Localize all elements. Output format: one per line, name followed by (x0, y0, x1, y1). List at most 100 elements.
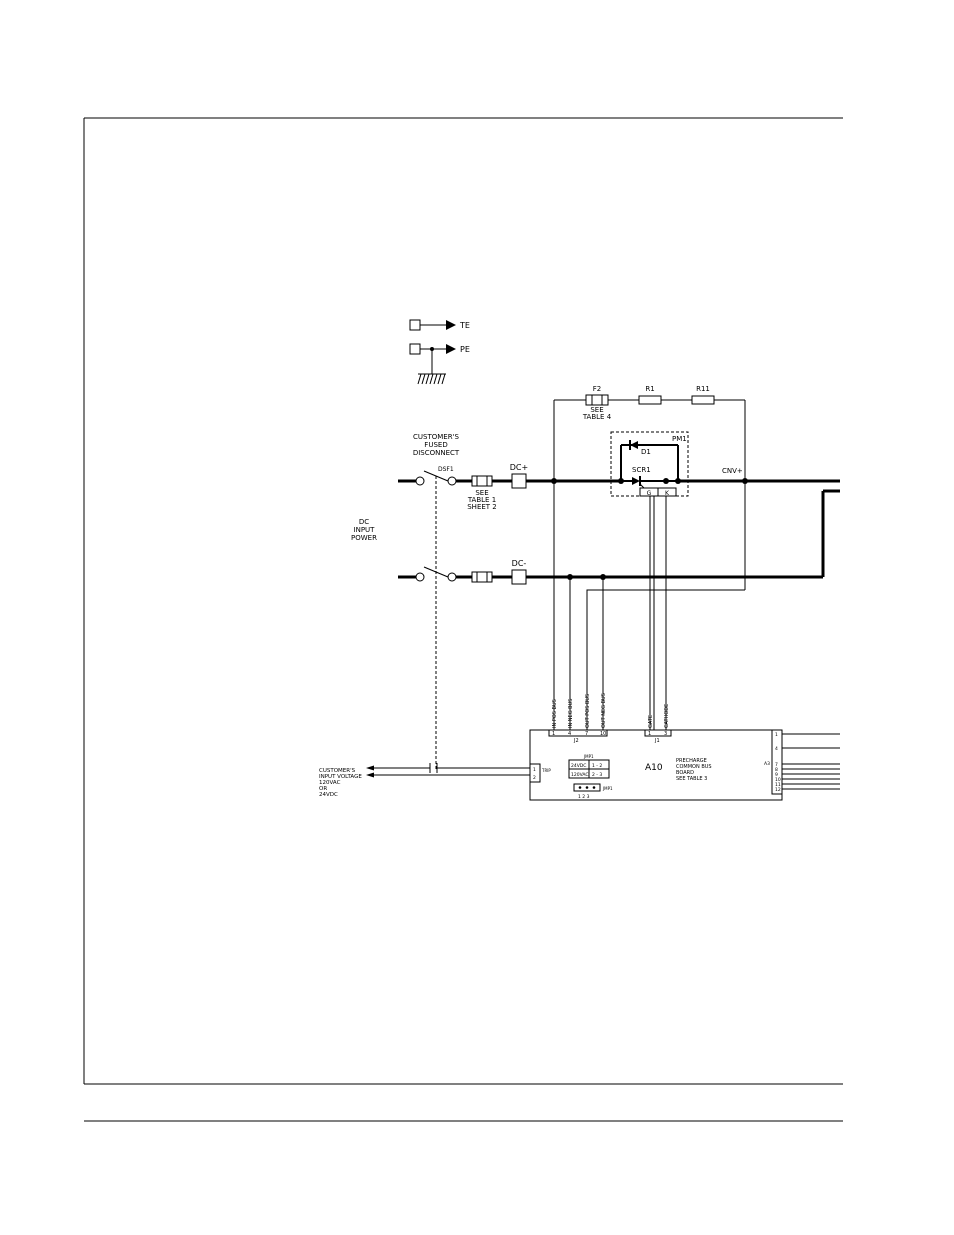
customer-label-3: DISCONNECT (413, 449, 460, 457)
j1-pin-number: 1 (648, 731, 651, 737)
pm1-label: PM1 (672, 435, 687, 443)
dc-plus-label: DC+ (510, 463, 528, 472)
j1-pin-number: 3 (664, 731, 667, 737)
resistor-r1 (638, 395, 662, 405)
pe-arrow-icon (446, 344, 456, 354)
d1-label: D1 (641, 448, 651, 456)
input-arrow-icon (366, 772, 374, 778)
r11-label: R11 (696, 385, 710, 393)
r1-label: R1 (645, 385, 654, 393)
resistor-r11 (691, 395, 715, 405)
trip-connector (529, 763, 541, 783)
j2-pin-number: 1 (552, 731, 555, 737)
scr1-label: SCR1 (632, 466, 651, 474)
a10-precharge-board: 1 4 7 10 J2 1 3 J1 A10 PRECHARGE COMMON … (529, 729, 783, 801)
a3-pin-number: 10 (775, 777, 781, 783)
board-label-4: SEE TABLE 3 (676, 776, 707, 782)
diode-d1-icon (630, 441, 638, 449)
a3-pin-number: 12 (775, 787, 781, 793)
pm1-pin-g: G (647, 490, 652, 497)
j2-pin-number: 10 (600, 731, 606, 737)
scr1-icon (632, 477, 640, 485)
dsf1-label: DSF1 (438, 466, 454, 473)
dc-input-label-2: INPUT (354, 526, 376, 534)
disconnect-contact (415, 572, 425, 582)
j2-connector (548, 729, 608, 737)
te-arrow-icon (446, 320, 456, 330)
disconnect-contact (447, 476, 457, 486)
j2-pin-number: 7 (585, 731, 588, 737)
jmp1-side-label: JMP1 (602, 786, 613, 791)
input-label-2: INPUT VOLTAGE (319, 774, 362, 780)
j2-pin-label: OUT NEG BUS (601, 693, 607, 728)
trip-pin-number: 1 (533, 767, 536, 773)
see-table1-1: SEE (475, 489, 488, 497)
jmp1-row1-voltage: 24VDC (571, 763, 586, 769)
fuse-f2 (585, 394, 609, 406)
see-table1-3: SHEET 2 (467, 503, 497, 511)
board-label-1: PRECHARGE (676, 758, 707, 764)
a3-pin-number: 7 (775, 762, 778, 768)
board-label-2: COMMON BUS (676, 764, 712, 770)
j1-connector (644, 729, 672, 737)
input-label-3: 120VAC (319, 780, 341, 786)
disconnect-contact (415, 476, 425, 486)
pe-terminal (409, 343, 421, 355)
a3-pin-number: 4 (775, 746, 778, 752)
input-arrow-icon (366, 765, 374, 771)
a3-connector (771, 729, 783, 795)
dc-plus-terminal (511, 473, 527, 489)
see-table1-2: TABLE 1 (467, 496, 496, 504)
a3-pin-number: 9 (775, 772, 778, 778)
input-label-4: OR (319, 786, 327, 792)
jmp1-row2-voltage: 120VAC (571, 772, 589, 778)
jmp1-table-title: JMP1 (583, 754, 594, 759)
a3-pin-number: 1 (775, 732, 778, 738)
j2-pin-number: 4 (568, 731, 571, 737)
earth-ground-icon (417, 373, 446, 385)
a3-pin-number: 11 (775, 782, 781, 788)
a10-label: A10 (645, 763, 663, 773)
dc-minus-terminal (511, 569, 527, 585)
fuse-dc-negative (471, 571, 493, 583)
cnv-plus-label: CNV+ (722, 467, 743, 475)
pe-label: PE (460, 345, 470, 354)
j2-pin-label: IN NEG BUS (568, 699, 574, 728)
j2-pin-label: OUT POS BUS (585, 694, 591, 728)
a3-pin-number: 8 (775, 767, 778, 773)
trip-pin-number: 2 (533, 775, 536, 781)
fuse-dc-positive (471, 475, 493, 487)
te-label: TE (459, 321, 470, 330)
j1-pin-label: GATE (648, 715, 654, 728)
customer-label-1: CUSTOMER'S (413, 433, 459, 441)
out-pos-wire (586, 589, 745, 730)
jmp1-pin-numbers: 1 2 3 (578, 794, 590, 800)
te-terminal (409, 319, 421, 331)
disconnect-contact (447, 572, 457, 582)
power-module-pm1: PM1 D1 SCR1 G K (610, 431, 689, 497)
dc-minus-label: DC- (512, 559, 527, 568)
input-label-1: CUSTOMER'S (319, 768, 356, 774)
j2-label: J2 (573, 738, 579, 744)
a3-output-wires (782, 733, 840, 790)
a3-label: A3 (764, 761, 770, 767)
f2-table: TABLE 4 (582, 413, 612, 421)
dc-positive-bus: DC+ SEE TABLE 1 SHEET 2 CNV+ (398, 463, 840, 511)
dc-negative-bus: DC- (398, 489, 840, 585)
dc-input-label-3: POWER (351, 534, 377, 542)
f2-label: F2 (593, 385, 601, 393)
board-label-3: BOARD (676, 770, 694, 776)
f2-see: SEE (590, 406, 603, 414)
customer-input-wires: CUSTOMER'S INPUT VOLTAGE 120VAC OR 24VDC (319, 763, 530, 798)
dc-input-label-1: DC (359, 518, 369, 526)
j2-pin-label: IN POS BUS (552, 699, 558, 728)
j1-label: J1 (654, 738, 660, 744)
jmp1-row2-pins: 2 - 3 (592, 772, 602, 778)
input-label-5: 24VDC (319, 792, 338, 798)
jmp1-row1-pins: 1 - 2 (592, 763, 602, 769)
customer-label-2: FUSED (424, 441, 447, 449)
pm1-boundary (610, 431, 689, 497)
precharge-branch: F2 SEE TABLE 4 R1 R11 (553, 385, 746, 730)
pm1-pin-k: K (665, 490, 670, 497)
